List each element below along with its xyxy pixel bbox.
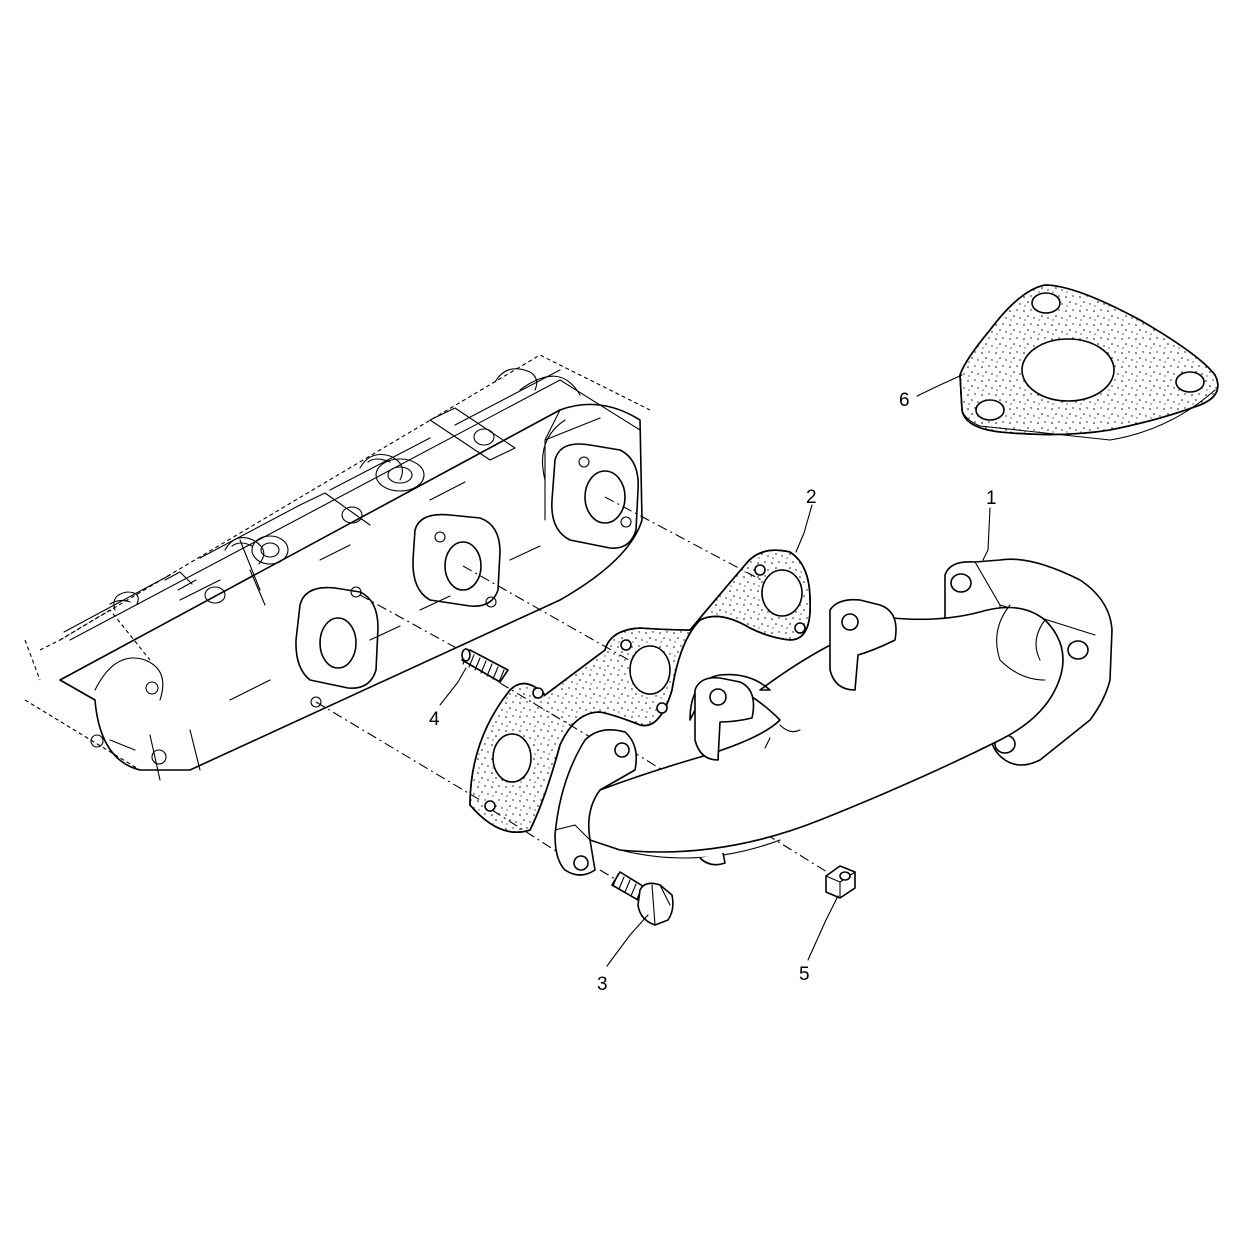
callout-labels: 1 2 3 4 5 6: [429, 390, 997, 995]
callout-6: 6: [899, 390, 910, 411]
leader-lines: [439, 374, 991, 967]
nut: [825, 865, 856, 899]
callout-3: 3: [597, 974, 608, 995]
stud: [461, 648, 509, 683]
callout-5: 5: [799, 964, 810, 985]
manifold-gasket: [469, 549, 811, 834]
bolt: [611, 871, 674, 926]
callout-4: 4: [429, 709, 440, 730]
cylinder-head: [24, 354, 651, 781]
callout-1: 1: [986, 488, 997, 509]
exhaust-manifold: [554, 558, 1113, 876]
flange-gasket: [959, 284, 1219, 441]
callout-2: 2: [806, 487, 817, 508]
